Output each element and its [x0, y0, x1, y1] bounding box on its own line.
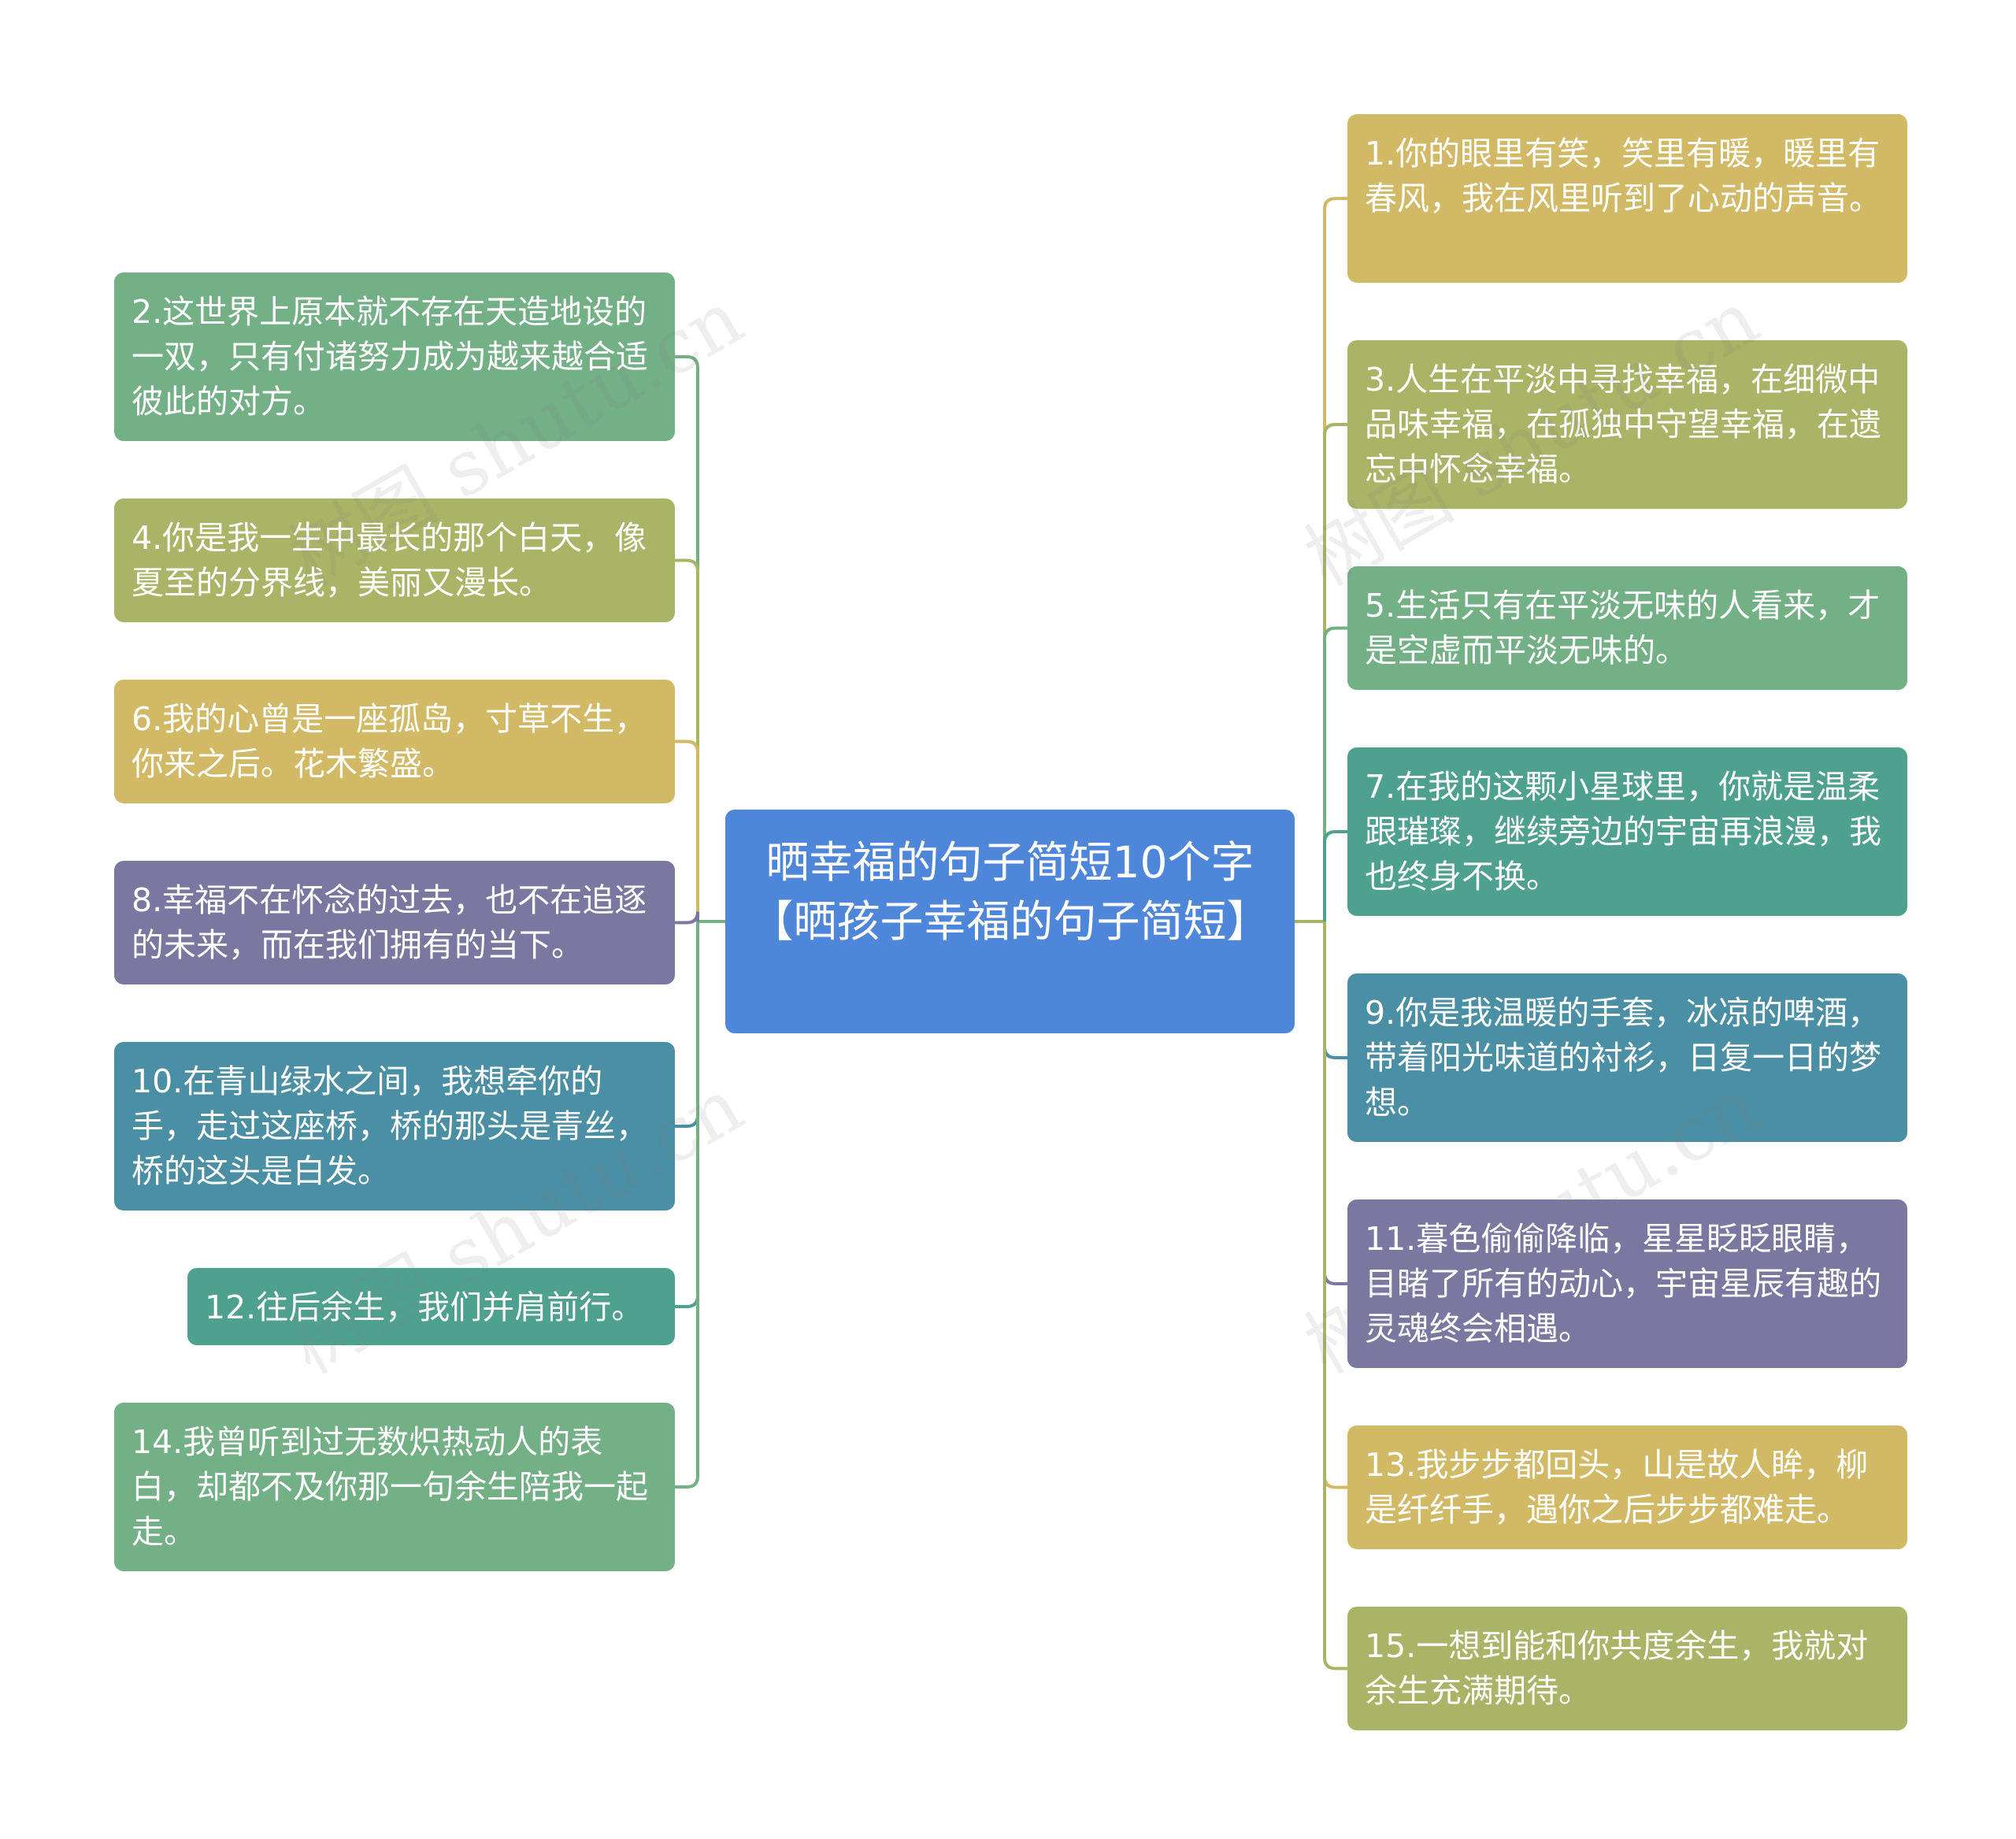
left-topic-node[interactable]: 6.我的心曾是一座孤岛，寸草不生，你来之后。花木繁盛。: [114, 680, 675, 803]
left-branch-connector: [675, 558, 699, 921]
right-branch-connector: [1323, 921, 1347, 1670]
right-topic-node[interactable]: 1.你的眼里有笑，笑里有暖，暖里有春风，我在风里听到了心动的声音。: [1347, 114, 1907, 283]
right-topic-node[interactable]: 15.一想到能和你共度余生，我就对余生充满期待。: [1347, 1607, 1907, 1730]
left-topic-node[interactable]: 8.幸福不在怀念的过去，也不在追逐的未来，而在我们拥有的当下。: [114, 861, 675, 984]
right-topic-node[interactable]: 9.你是我温暖的手套，冰凉的啤酒，带着阳光味道的衬衫，日复一日的梦想。: [1347, 973, 1907, 1142]
left-branch-connector: [675, 355, 699, 921]
left-topic-node[interactable]: 4.你是我一生中最长的那个白天，像夏至的分界线，美丽又漫长。: [114, 499, 675, 622]
right-branch-connector: [1323, 197, 1347, 921]
right-topic-node[interactable]: 3.人生在平淡中寻找幸福，在细微中品味幸福，在孤独中守望幸福，在遗忘中怀念幸福。: [1347, 340, 1907, 509]
left-branch-connector: [675, 921, 699, 1489]
left-branch-connector: [675, 921, 699, 1128]
right-branch-connector: [1323, 423, 1347, 921]
right-topic-node[interactable]: 5.生活只有在平淡无味的人看来，才是空虚而平淡无味的。: [1347, 566, 1907, 690]
right-topic-node[interactable]: 11.暮色偷偷降临，星星眨眨眼睛，目睹了所有的动心，宇宙星辰有趣的灵魂终会相遇。: [1347, 1199, 1907, 1368]
right-topic-node[interactable]: 7.在我的这颗小星球里，你就是温柔跟璀璨，继续旁边的宇宙再浪漫，我也终身不换。: [1347, 747, 1907, 916]
left-branch-connector: [675, 740, 699, 921]
left-branch-connector: [675, 921, 699, 1308]
root-topic[interactable]: 晒幸福的句子简短10个字【晒孩子幸福的句子简短】: [725, 810, 1295, 1033]
left-branch-connector: [675, 911, 699, 925]
right-branch-connector: [1323, 921, 1347, 1489]
right-branch-connector: [1323, 921, 1347, 1285]
right-topic-node[interactable]: 13.我步步都回头，山是故人眸，柳是纤纤手，遇你之后步步都难走。: [1347, 1426, 1907, 1549]
right-branch-connector: [1323, 830, 1347, 921]
left-topic-node[interactable]: 12.往后余生，我们并肩前行。: [187, 1268, 675, 1345]
left-topic-node[interactable]: 10.在青山绿水之间，我想牵你的手，走过这座桥，桥的那头是青丝，桥的这头是白发。: [114, 1042, 675, 1211]
left-topic-node[interactable]: 2.这世界上原本就不存在天造地设的一双，只有付诸努力成为越来越合适彼此的对方。: [114, 273, 675, 441]
right-branch-connector: [1323, 626, 1347, 921]
left-topic-node[interactable]: 14.我曾听到过无数炽热动人的表白，却都不及你那一句余生陪我一起走。: [114, 1403, 675, 1571]
right-branch-connector: [1323, 921, 1347, 1059]
